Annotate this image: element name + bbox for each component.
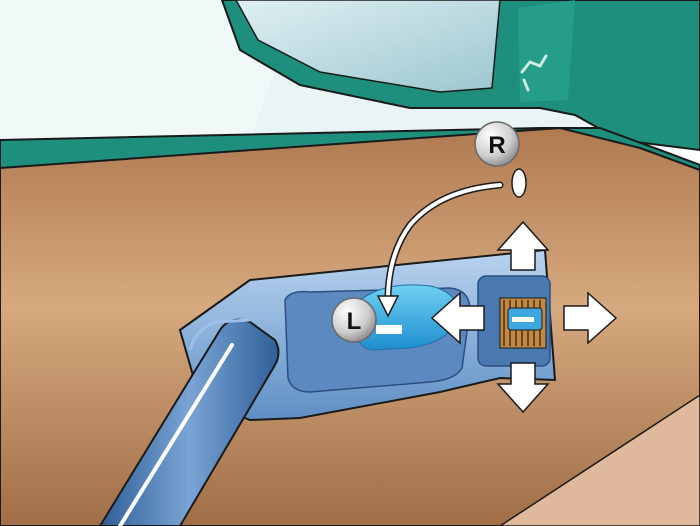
arrow-left-icon [430, 291, 485, 345]
mirror-pivot-marker [511, 168, 527, 198]
arrow-right-icon [563, 291, 618, 345]
window-glare [0, 0, 300, 140]
callout-badge-l: L [331, 297, 377, 343]
side-mirror [220, 0, 700, 152]
callout-badge-r: R [474, 121, 520, 167]
mirror-adjust-mark-icon [520, 54, 548, 92]
lr-switch-indicator [376, 325, 402, 334]
arrow-up-icon [496, 220, 550, 271]
adjust-switch-icon [499, 297, 547, 349]
mirror-glass [235, 0, 501, 93]
r-to-l-curved-arrow [376, 181, 504, 318]
arrow-down-icon [496, 362, 550, 414]
door-lower-pad [498, 394, 700, 526]
callout-label-r: R [488, 132, 505, 159]
callout-label-l: L [347, 308, 362, 335]
door-handle [98, 318, 280, 526]
